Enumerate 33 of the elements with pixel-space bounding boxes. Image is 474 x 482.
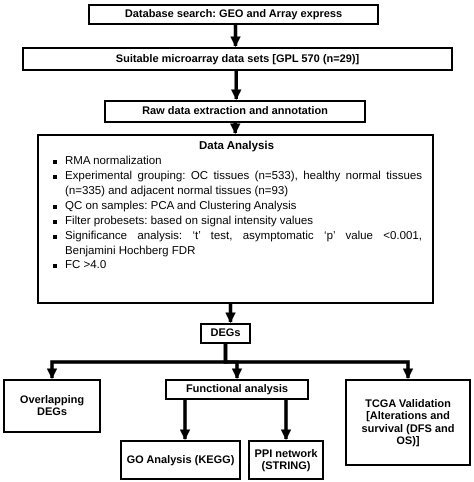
box-text: GO Analysis (KEGG)	[126, 454, 234, 466]
arrow	[180, 400, 190, 440]
bullet-item: Filter probesets: based on signal intensity values	[51, 214, 422, 229]
bullet-item: FC >4.0	[51, 258, 422, 274]
process-box	[345, 379, 471, 466]
arrow	[230, 25, 241, 48]
arrow	[224, 344, 414, 380]
process-box	[22, 47, 453, 71]
bullet-item: QC on samples: PCA and Clustering Analysis	[51, 198, 422, 214]
bullet-item: Experimental grouping: OC tissues (n=533), healthy normal tissues (n=335) and adjacent normal tissues (n=93)	[51, 168, 422, 199]
box-text: DEGs	[210, 327, 240, 340]
process-box	[165, 379, 309, 400]
arrow	[230, 123, 240, 134]
process-box	[200, 323, 251, 344]
arrow	[225, 304, 236, 324]
process-box	[120, 440, 241, 480]
box-text: Overlapping DEGs	[18, 394, 86, 418]
process-box	[3, 379, 101, 433]
arrow	[280, 400, 292, 440]
arrow	[231, 71, 242, 100]
bullet-item: Significance analysis: ‘t’ test, asymptomatic ‘p’ value <0.001, Benjamini Hochberg FDR	[51, 228, 422, 258]
box-heading: Data Analysis	[198, 140, 275, 153]
process-box	[248, 440, 324, 480]
process-box	[104, 100, 366, 123]
bullet-item: RMA normalization	[51, 154, 422, 169]
box-text: PPI network (STRING)	[254, 448, 318, 472]
box-text: Functional analysis	[186, 383, 288, 396]
box-text: Raw data extraction and annotation	[142, 105, 328, 118]
box-text: Suitable microarray data sets [GPL 570 (n=29)]	[116, 52, 360, 66]
process-box	[88, 4, 379, 25]
box-text: TCGA Validation [Alterations and survival (DFS and OS)]	[360, 398, 456, 448]
box-text: Database search: GEO and Array express	[124, 8, 342, 21]
process-box	[37, 134, 434, 304]
